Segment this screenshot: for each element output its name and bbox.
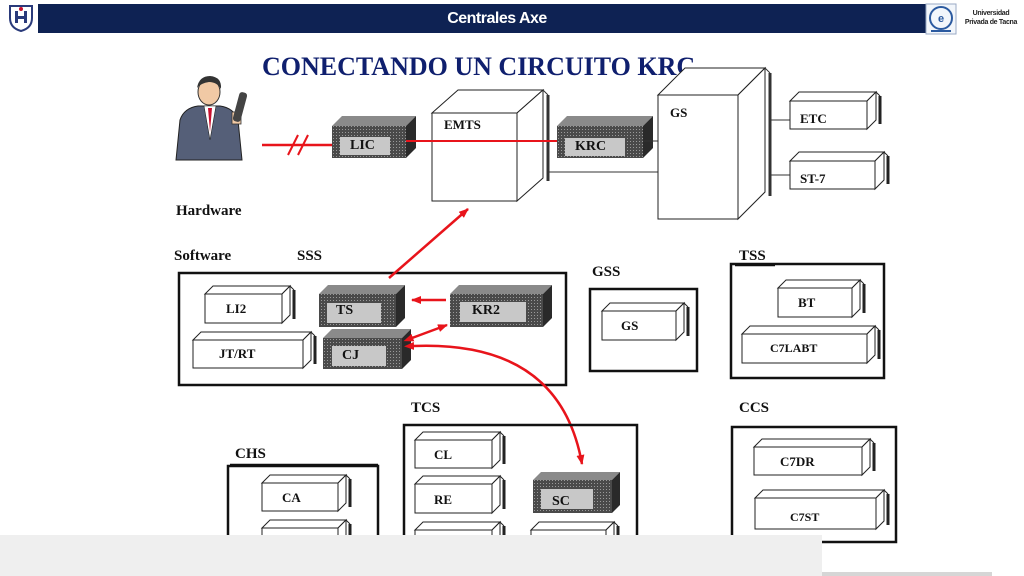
re-label: RE (434, 492, 453, 507)
c7dr-block (752, 437, 876, 477)
ca-block (260, 473, 352, 513)
sss-label: SSS (297, 248, 323, 264)
cj-block (323, 329, 411, 369)
header-bar: Centrales Axe (38, 4, 956, 33)
university-name-line2: Privada de Tacna (964, 19, 1018, 26)
university-name-line1: Universidad (972, 10, 1010, 17)
ts-label: TS (336, 303, 354, 318)
ca-label: CA (282, 490, 301, 505)
sc-label: SC (552, 494, 570, 509)
li2-block (203, 284, 296, 325)
c7st-block (753, 488, 890, 531)
bt-block (776, 278, 866, 319)
kr2-block (450, 285, 552, 327)
krc-label: KRC (575, 139, 607, 154)
kr2-label: KR2 (472, 303, 500, 318)
c7st-label: C7ST (790, 510, 820, 524)
cl-label: CL (434, 447, 453, 462)
chs-label: CHS (235, 446, 266, 462)
gs-hardware-label: GS (670, 105, 688, 120)
c7dr-label: C7DR (780, 454, 815, 469)
sss-container (177, 271, 568, 387)
c7labt-block (740, 324, 881, 365)
hardware-label: Hardware (176, 203, 242, 219)
slide-title: CONECTANDO UN CIRCUITO KRC (262, 52, 696, 81)
etc-label: ETC (800, 111, 827, 126)
sc-block (533, 472, 620, 513)
ccs-label: CCS (739, 400, 770, 416)
cl-block (413, 430, 506, 470)
footer-strip-right (822, 572, 992, 576)
emts-label: EMTS (444, 117, 481, 132)
tcs-label: TCS (411, 400, 441, 416)
li2-label: LI2 (226, 301, 247, 316)
university-logo-icon: e (925, 3, 957, 35)
arrow-cj-kr2 (403, 323, 448, 342)
re-block (413, 474, 506, 515)
software-label: Software (174, 248, 232, 264)
ts-block (319, 285, 405, 327)
person-phone-icon (172, 76, 248, 162)
university-name: Universidad Privada de Tacna (960, 9, 1022, 27)
gss-label: GSS (592, 264, 621, 280)
krc-block (557, 116, 653, 158)
header-title: Centrales Axe (447, 10, 547, 27)
c7labt-label: C7LABT (770, 341, 818, 355)
university-shield-icon (9, 5, 33, 32)
lic-label: LIC (350, 138, 375, 153)
svg-text:e: e (938, 13, 944, 25)
gss-gs-block (600, 301, 690, 342)
emts-block (430, 88, 550, 203)
cj-label: CJ (342, 348, 360, 363)
gss-gs-label: GS (621, 318, 639, 333)
etc-block (788, 90, 882, 131)
jtrt-block (191, 330, 317, 370)
footer-strip (0, 535, 822, 576)
tss-label: TSS (739, 248, 766, 264)
arrow-ts-emts (388, 208, 469, 279)
bt-label: BT (798, 295, 816, 310)
jtrt-label: JT/RT (219, 346, 256, 361)
tss-container (729, 262, 886, 380)
st7-block (788, 150, 890, 191)
gss-container (588, 287, 699, 373)
gs-hardware-block (656, 66, 772, 221)
st7-label: ST-7 (800, 171, 826, 186)
lic-block (332, 116, 416, 158)
arrow-cj-sc (404, 341, 585, 465)
